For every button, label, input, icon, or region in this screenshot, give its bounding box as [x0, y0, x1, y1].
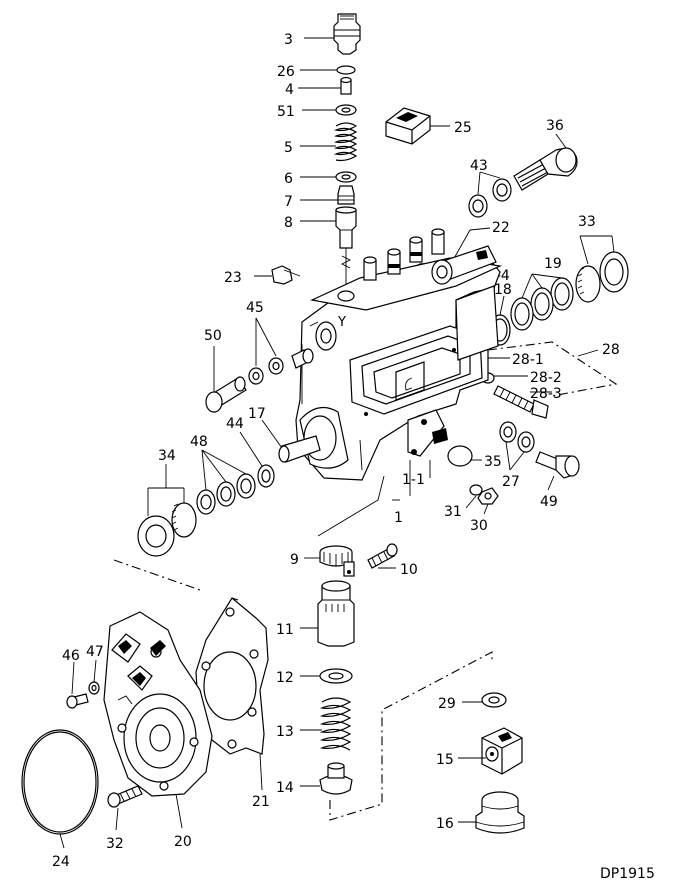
callout-13: 13 [276, 724, 294, 740]
callout-8: 8 [284, 215, 293, 231]
part-51-washer [335, 104, 357, 116]
callout-32: 32 [106, 836, 124, 852]
callout-18: 18 [494, 282, 512, 298]
callout-45: 45 [246, 300, 264, 316]
part-43-washers [468, 178, 512, 218]
part-11-plunger-barrel [317, 580, 355, 647]
callout-1: 1 [394, 510, 403, 526]
callout-34: 34 [158, 448, 176, 464]
callout-33: 33 [578, 214, 596, 230]
callout-44: 44 [226, 416, 244, 432]
callout-28-1: 28-1 [512, 352, 544, 368]
part-47-washer [88, 681, 100, 695]
part-20-drive-flange [103, 611, 213, 797]
part-49-banjo-bolt [535, 451, 580, 479]
part-9-control-sleeve [319, 545, 355, 577]
part-33-bearing [575, 251, 629, 303]
part-45-washers [248, 348, 314, 385]
pump-housing: Y [278, 228, 503, 481]
callout-19: 19 [544, 256, 562, 272]
callout-47: 47 [86, 644, 104, 660]
part-31-washer [469, 484, 483, 496]
callout-27: 27 [502, 474, 520, 490]
part-24-o-ring [21, 729, 99, 835]
callout-17: 17 [248, 406, 266, 422]
callout-24: 24 [52, 854, 70, 870]
part-46-screw [66, 693, 89, 709]
callout-15: 15 [436, 752, 454, 768]
part-7-delivery-valve [337, 185, 355, 205]
callout-12: 12 [276, 670, 294, 686]
callout-16: 16 [436, 816, 454, 832]
callout-14: 14 [276, 780, 294, 796]
part-3-delivery-valve-holder [333, 13, 361, 55]
callout-26: 26 [277, 64, 295, 80]
callout-28-3: 28-3 [530, 386, 562, 402]
callout-28-2: 28-2 [530, 370, 562, 386]
part-27-washers [499, 421, 535, 453]
part-19-shims [510, 277, 574, 331]
part-5-spring [333, 122, 358, 162]
part-16-cap [475, 791, 525, 834]
callout-23: 23 [224, 270, 242, 286]
callout-43: 43 [470, 158, 488, 174]
callout-25: 25 [454, 120, 472, 136]
callout-7: 7 [284, 194, 293, 210]
part-44-washer [257, 464, 275, 488]
part-26-o-ring [336, 65, 356, 75]
part-25-clamp-block [385, 107, 431, 145]
part-30-nut [477, 487, 499, 505]
part-48-washers [196, 473, 256, 515]
callout-11: 11 [276, 622, 294, 638]
callout-3: 3 [284, 32, 293, 48]
part-12-spring-seat [319, 668, 353, 684]
callout-46: 46 [62, 648, 80, 664]
part-4-valve-stop [340, 76, 352, 95]
part-36-bolt [513, 147, 578, 191]
callout-35: 35 [484, 454, 502, 470]
callout-22: 22 [492, 220, 510, 236]
drawing-code: DP1915 [600, 866, 655, 882]
callout-20: 20 [174, 834, 192, 850]
callout-51: 51 [277, 104, 295, 120]
callout-5: 5 [284, 140, 293, 156]
callout-1-1: 1-1 [402, 472, 425, 488]
callout-21: 21 [252, 794, 270, 810]
part-21-gasket [195, 597, 269, 755]
callout-49: 49 [540, 494, 558, 510]
callout-9: 9 [290, 552, 299, 568]
part-32-screw [107, 785, 143, 808]
callout-30: 30 [470, 518, 488, 534]
callout-29: 29 [438, 696, 456, 712]
callout-36: 36 [546, 118, 564, 134]
callout-31: 31 [444, 504, 462, 520]
callout-6: 6 [284, 171, 293, 187]
callout-48: 48 [190, 434, 208, 450]
housing-mark: Y [337, 315, 346, 330]
part-6-gasket [335, 171, 357, 183]
part-10-screw [367, 543, 398, 569]
part-50-bolt [205, 376, 247, 413]
part-14-lower-seat [319, 762, 353, 795]
part-15-tappet [481, 727, 523, 775]
callout-28: 28 [602, 342, 620, 358]
part-8-valve-seat [335, 206, 357, 249]
part-34-gear-bearing [137, 502, 197, 557]
part-23-plug [271, 265, 301, 285]
part-13-plunger-spring [319, 697, 352, 751]
callout-50: 50 [204, 328, 222, 344]
callout-4: 4 [285, 82, 294, 98]
part-29-washer [481, 692, 507, 708]
part-35-o-ring [447, 445, 473, 467]
part-28-3-screw [493, 385, 549, 419]
part-28-group-outline [487, 341, 618, 397]
callout-10: 10 [400, 562, 418, 578]
